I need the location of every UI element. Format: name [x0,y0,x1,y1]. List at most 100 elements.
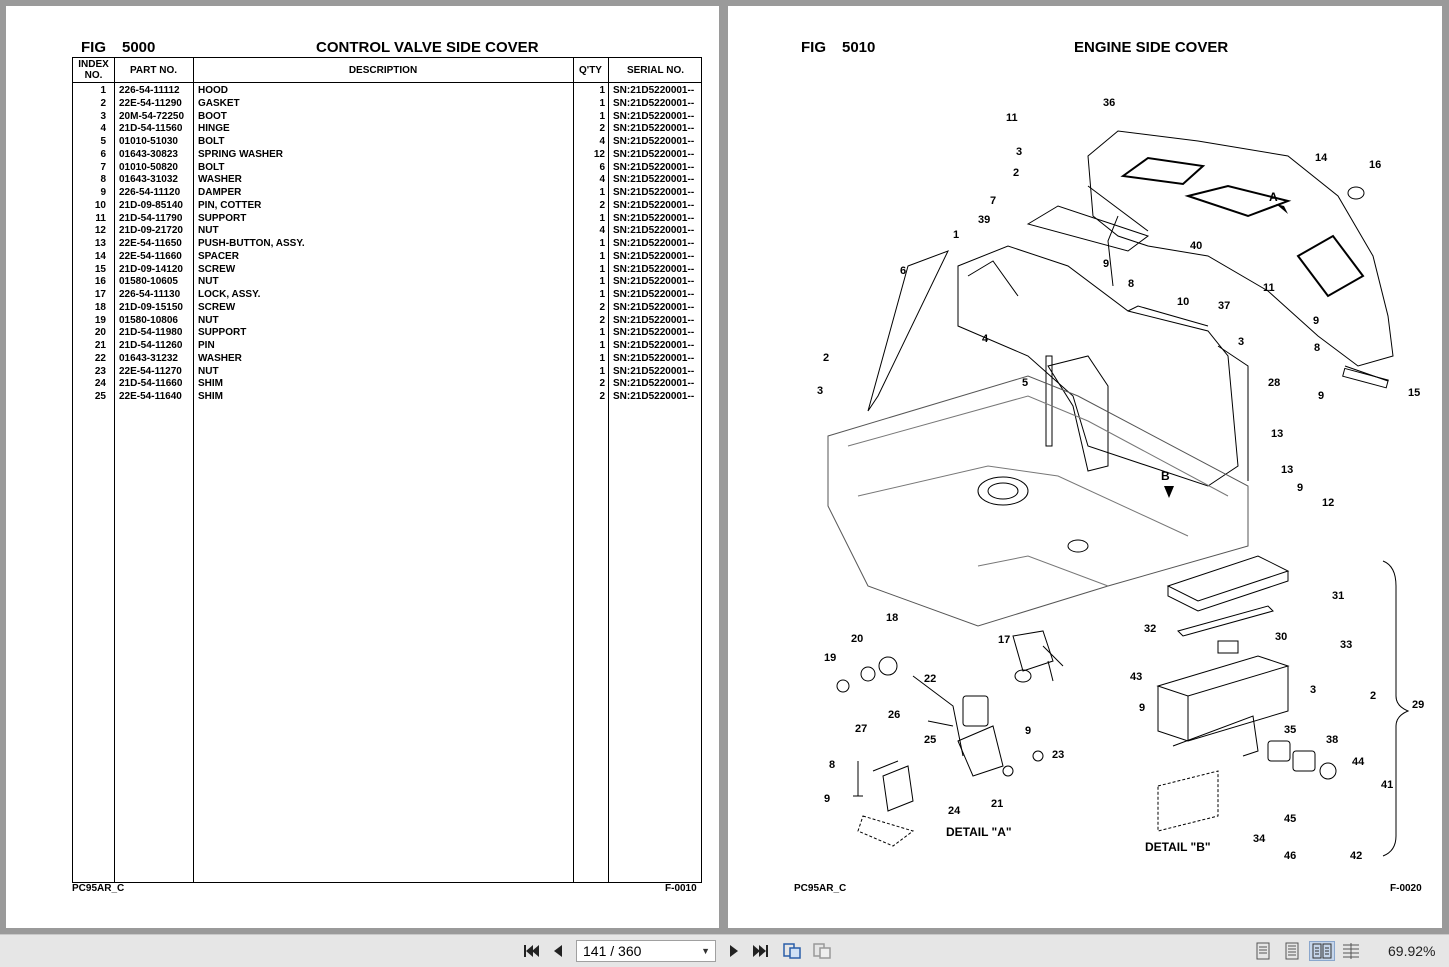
callout-label: 22 [924,673,936,685]
callout-label: 1 [953,229,959,241]
cell-serial-no: SN:21D5220001-- [613,110,695,122]
two-page-continuous-icon[interactable] [1340,941,1362,961]
callout-label: 28 [1268,377,1280,389]
cell-part-no: 01580-10605 [119,276,178,288]
cell-qty: 1 [599,289,605,300]
callout-label: 11 [1263,282,1275,294]
callout-label: 5 [1022,377,1028,389]
callout-label: 34 [1253,833,1266,845]
callout-label: 2 [1013,167,1019,179]
callout-label: 9 [1297,482,1303,494]
view-b-arrow-icon [1164,486,1174,498]
callout-label: 11 [1006,112,1018,124]
cell-description: SCREW [198,301,236,313]
callout-label: 8 [1128,278,1134,290]
cell-part-no: 22E-54-11290 [119,97,182,109]
cell-index: 10 [94,199,106,211]
next-page-icon[interactable] [724,941,744,961]
cell-qty: 1 [599,85,605,96]
cell-index: 14 [94,250,106,262]
cell-qty: 2 [599,391,605,402]
callout-label: 10 [1177,296,1189,308]
cell-qty: 4 [599,136,605,147]
previous-page-icon[interactable] [548,941,568,961]
cell-serial-no: SN:21D5220001-- [613,199,695,211]
cell-index: 8 [100,174,106,186]
callout-label: 3 [1238,336,1244,348]
cell-description: PIN [198,340,215,351]
continuous-view-icon[interactable] [1281,941,1303,961]
cell-part-no: 21D-09-21720 [119,225,183,237]
cell-serial-no: SN:21D5220001-- [613,250,695,262]
cell-index: 1 [100,85,106,96]
callout-label: 27 [855,723,867,735]
callout-label: 9 [1313,315,1319,327]
footer-page-code: F-0020 [1390,883,1422,894]
zoom-level[interactable]: 69.92% [1388,943,1436,959]
callout-label: 29 [1412,699,1424,711]
callout-label: 36 [1103,97,1115,109]
callout-label: 8 [1314,342,1320,354]
cell-description: BOLT [198,136,225,147]
cell-description: PUSH-BUTTON, ASSY. [198,238,305,249]
cell-description: HINGE [198,123,230,135]
view-a-label: A [1269,190,1278,204]
rotate-page-icon[interactable] [781,941,803,961]
copy-page-icon[interactable] [811,941,833,961]
cell-serial-no: SN:21D5220001-- [613,187,695,198]
callout-label: 19 [824,652,836,664]
view-b-label: B [1161,469,1170,483]
cell-serial-no: SN:21D5220001-- [613,148,695,160]
cell-qty: 2 [599,378,605,390]
single-page-view-icon[interactable] [1252,941,1274,961]
page-number-input[interactable]: 141 / 360 ▼ [576,940,716,962]
callout-label: 40 [1190,240,1202,252]
callout-label: 39 [978,214,990,226]
cell-qty: 1 [599,276,605,288]
cell-description: SUPPORT [198,212,247,224]
chevron-down-icon[interactable]: ▼ [701,946,710,956]
fig-number: 5010 [842,39,876,56]
callout-label: 8 [829,759,835,771]
cell-description: LOCK, ASSY. [198,289,261,300]
two-page-view-icon[interactable] [1309,941,1335,961]
callout-label: 2 [1370,690,1376,702]
cell-qty: 2 [599,314,605,326]
callout-label: 3 [1016,146,1022,158]
page-title: CONTROL VALVE SIDE COVER [316,39,539,56]
cell-serial-no: SN:21D5220001-- [613,97,695,109]
cell-qty: 1 [599,352,605,364]
cell-index: 21 [94,340,106,351]
fig-label: FIG [81,39,106,56]
cell-description: BOLT [198,161,225,173]
cell-index: 6 [100,148,106,160]
cell-part-no: 01010-50820 [119,161,178,173]
fig-label: FIG [801,39,826,56]
cell-part-no: 21D-54-11980 [119,327,183,339]
cell-serial-no: SN:21D5220001-- [613,365,695,377]
last-page-icon[interactable] [750,941,772,961]
callout-label: 6 [900,265,906,277]
cell-part-no: 22E-54-11660 [119,250,182,262]
first-page-icon[interactable] [520,941,542,961]
cell-serial-no: SN:21D5220001-- [613,161,695,173]
cell-serial-no: SN:21D5220001-- [613,391,695,402]
callout-label: 32 [1144,623,1156,635]
cell-index: 3 [100,110,106,122]
cell-description: SUPPORT [198,327,247,339]
cell-qty: 1 [599,238,605,249]
callout-label: 9 [1318,390,1324,402]
cell-serial-no: SN:21D5220001-- [613,85,695,96]
fig-number: 5000 [122,39,156,56]
callout-label: 9 [824,793,830,805]
